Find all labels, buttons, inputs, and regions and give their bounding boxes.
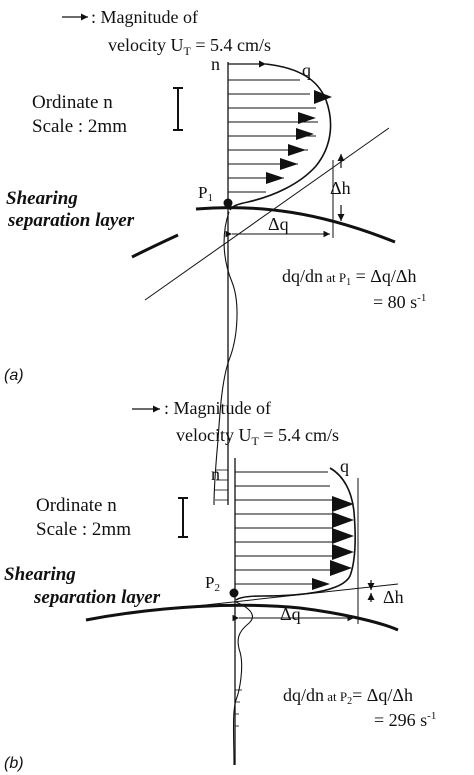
panel-b: : Magnitude of velocity UT = 5.4 cm/s Or…	[4, 398, 436, 772]
ordinate-label: Ordinate n	[32, 92, 113, 113]
layer-label-line1: Shearing	[6, 188, 78, 209]
panel-label: (a)	[4, 367, 24, 384]
lower-profile-curve	[232, 601, 253, 766]
panel-label: (b)	[4, 755, 24, 772]
tangent-line	[195, 583, 399, 607]
scale-label: Scale : 2mm	[32, 116, 127, 137]
point-label: P1	[198, 183, 213, 204]
layer-label-line1: Shearing	[4, 564, 76, 585]
delta-q-label: Δq	[280, 604, 301, 624]
ordinate-label: Ordinate n	[36, 495, 117, 516]
legend-line1: : Magnitude of	[91, 7, 198, 27]
velocity-profile-curve	[235, 467, 356, 601]
curve-q-label: q	[302, 60, 311, 80]
velocity-arrowheads	[312, 496, 354, 590]
separation-layer-curve	[195, 206, 396, 244]
layer-label-line2: separation layer	[7, 210, 135, 231]
delta-h-label: Δh	[383, 587, 404, 607]
point-label: P2	[205, 573, 220, 594]
formula: dq/dn at P1 = Δq/Δh	[282, 266, 416, 288]
lower-profile-curve	[213, 211, 238, 506]
scale-bar	[178, 497, 188, 538]
point-marker	[223, 198, 233, 208]
scale-label: Scale : 2mm	[36, 519, 131, 540]
result: = 80 s-1	[373, 292, 426, 312]
separation-layer-curve	[85, 603, 399, 632]
legend-line1: : Magnitude of	[164, 398, 271, 418]
point-marker	[229, 588, 239, 598]
legend-line2: velocity UT = 5.4 cm/s	[108, 35, 271, 58]
legend-line2: velocity UT = 5.4 cm/s	[176, 425, 339, 448]
velocity-arrowheads	[266, 90, 332, 184]
scale-bar	[173, 87, 183, 131]
panel-a: : Magnitude of velocity UT = 5.4 cm/s Or…	[4, 7, 426, 506]
result: = 296 s-1	[374, 710, 436, 730]
layer-label-line2: separation layer	[33, 587, 161, 608]
velocity-profile-curve	[229, 63, 332, 211]
axis-n-label: n	[211, 464, 220, 484]
velocity-arrows	[235, 471, 333, 585]
delta-q-label: Δq	[268, 214, 289, 234]
lower-hatch	[215, 469, 228, 501]
delta-h-label: Δh	[330, 178, 351, 198]
tangent-line	[144, 127, 390, 301]
curve-q-label: q	[340, 456, 349, 476]
axis-n-label: n	[211, 54, 220, 74]
formula: dq/dn at P2= Δq/Δh	[283, 685, 413, 707]
lower-hatch	[235, 689, 242, 727]
separation-layer-fragment	[131, 233, 179, 259]
